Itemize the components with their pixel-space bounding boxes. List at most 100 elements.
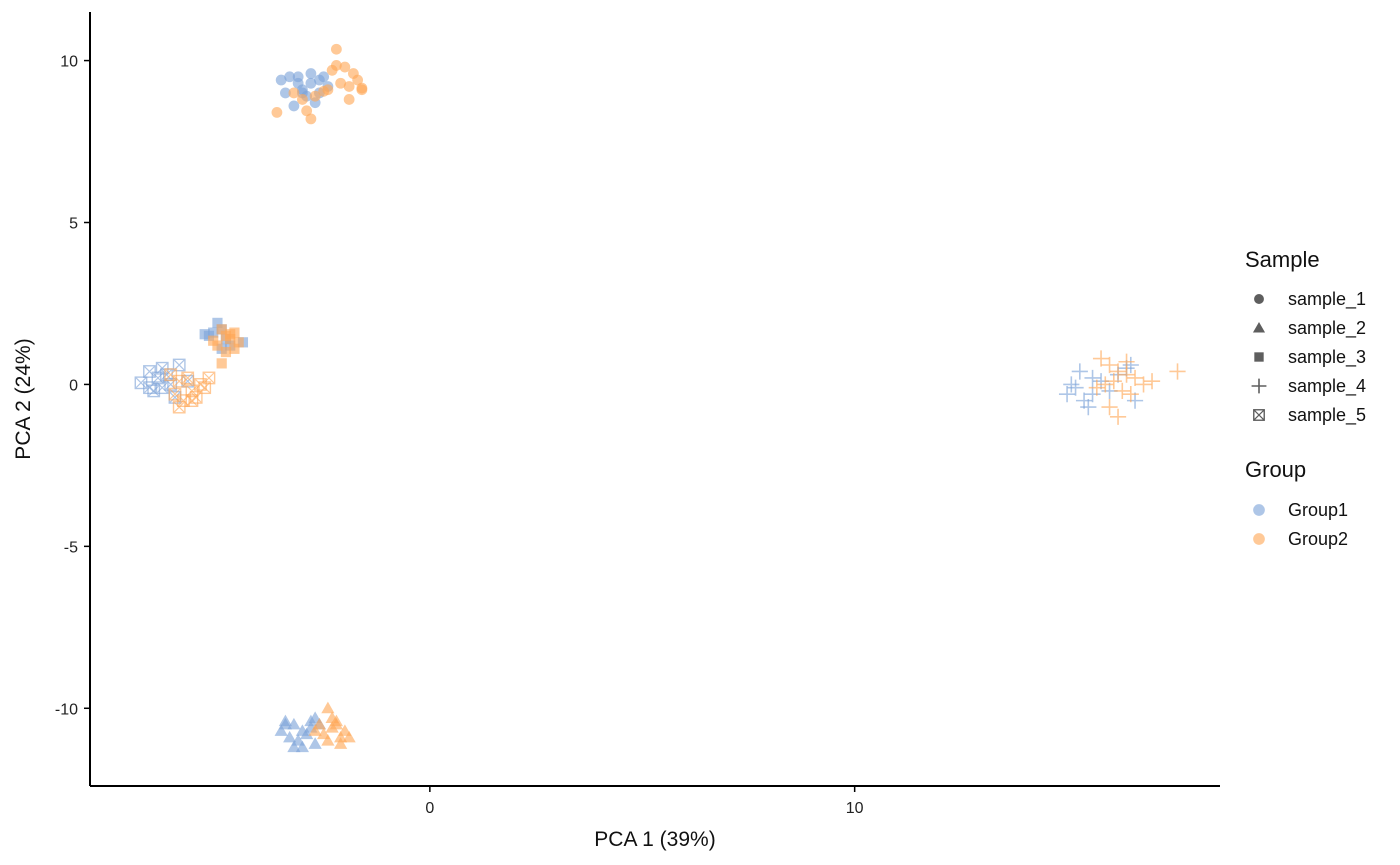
data-point [305, 77, 317, 89]
data-point [164, 368, 178, 382]
data-point [1058, 386, 1076, 403]
series-sample_3-group2 [208, 324, 244, 369]
y-tick-label: 5 [69, 216, 78, 233]
series-sample_5-group2 [164, 368, 216, 414]
legend-key-dot [1253, 504, 1265, 516]
data-point [1122, 356, 1139, 374]
data-point [335, 77, 347, 89]
data-point [283, 730, 297, 743]
data-point [356, 82, 368, 94]
data-point [225, 329, 236, 340]
x-axis-title: PCA 1 (39%) [594, 828, 715, 851]
data-point [352, 74, 364, 86]
data-point [1088, 379, 1105, 396]
data-point [1071, 363, 1088, 380]
data-point [202, 371, 216, 385]
legend-label: sample_5 [1288, 405, 1366, 426]
data-point [1143, 373, 1161, 390]
y-tick-label: -10 [55, 701, 78, 718]
plot-area [134, 43, 1186, 753]
data-point [330, 43, 342, 55]
legend-title-sample: Sample [1245, 247, 1320, 272]
data-point [278, 717, 293, 730]
data-point [295, 740, 310, 753]
data-point [181, 371, 195, 385]
data-point [172, 374, 186, 388]
data-point [322, 84, 334, 96]
legend-key-dot [1253, 533, 1265, 545]
data-point [1114, 382, 1131, 400]
legend-title-group: Group [1245, 457, 1306, 482]
data-point [301, 105, 313, 117]
legend-item-sample_2: sample_2 [1252, 318, 1366, 339]
data-point [143, 381, 156, 395]
data-point [284, 71, 296, 83]
series-sample_4-group2 [1088, 350, 1186, 425]
data-point [1126, 392, 1144, 409]
legend-key-triangle [1252, 321, 1266, 333]
legend-label: sample_4 [1288, 376, 1366, 397]
legend: Sample Group sample_1sample_2sample_3sam… [1245, 247, 1366, 549]
data-point [1063, 376, 1080, 393]
legend-item-group1: Group1 [1253, 500, 1348, 520]
series-sample_2-group2 [308, 701, 356, 749]
data-point [288, 100, 300, 112]
data-point [1109, 363, 1127, 380]
series-sample_1-group2 [271, 43, 368, 125]
data-point [212, 317, 223, 328]
data-point [1101, 398, 1118, 416]
data-point [1105, 373, 1122, 390]
data-point [1097, 376, 1114, 393]
legend-item-sample_3: sample_3 [1254, 347, 1366, 368]
data-point [271, 106, 283, 118]
legend-item-sample_4: sample_4 [1251, 376, 1366, 397]
legend-item-sample_5: sample_5 [1253, 405, 1366, 426]
data-point [216, 324, 227, 335]
series-sample_2-group1 [274, 711, 326, 753]
data-point [1067, 379, 1084, 396]
legend-label: sample_2 [1288, 318, 1366, 339]
data-point [155, 361, 169, 375]
data-point [1080, 398, 1097, 416]
data-point [305, 68, 317, 79]
data-point [321, 701, 335, 714]
data-point [309, 90, 321, 102]
legend-label: Group2 [1288, 529, 1348, 549]
data-point [287, 740, 301, 753]
data-point [287, 717, 301, 730]
y-axis-title: PCA 2 (24%) [12, 338, 35, 459]
data-point [274, 724, 288, 736]
data-point [339, 61, 351, 73]
data-point [329, 717, 343, 730]
data-point [1092, 350, 1110, 367]
data-point [1084, 369, 1101, 387]
legend-item-sample_1: sample_1 [1254, 289, 1366, 310]
legend-label: Group1 [1288, 500, 1348, 520]
data-point [177, 394, 190, 408]
legend-label: sample_3 [1288, 347, 1366, 368]
data-point [134, 376, 148, 390]
y-tick-label: 10 [60, 54, 78, 71]
legend-shape-items: sample_1 sample_2 sample_3 sample_4 sample_5 [1251, 289, 1366, 426]
data-point [1135, 376, 1152, 393]
data-point [172, 400, 186, 414]
data-point [1126, 369, 1144, 387]
data-point [308, 724, 322, 736]
data-point [343, 81, 355, 92]
data-point [330, 60, 342, 71]
data-point [1101, 356, 1118, 374]
legend-key-plus [1251, 378, 1267, 394]
data-point [143, 365, 156, 378]
data-point [1084, 386, 1101, 403]
data-point [233, 337, 244, 348]
data-point [318, 71, 330, 83]
legend-key-square-cross [1253, 409, 1265, 421]
y-tick-label: 0 [69, 377, 78, 394]
data-point [220, 346, 232, 358]
legend-label: sample_1 [1288, 289, 1366, 310]
data-point [185, 394, 199, 408]
data-point [1169, 363, 1186, 380]
data-point [1109, 408, 1127, 425]
